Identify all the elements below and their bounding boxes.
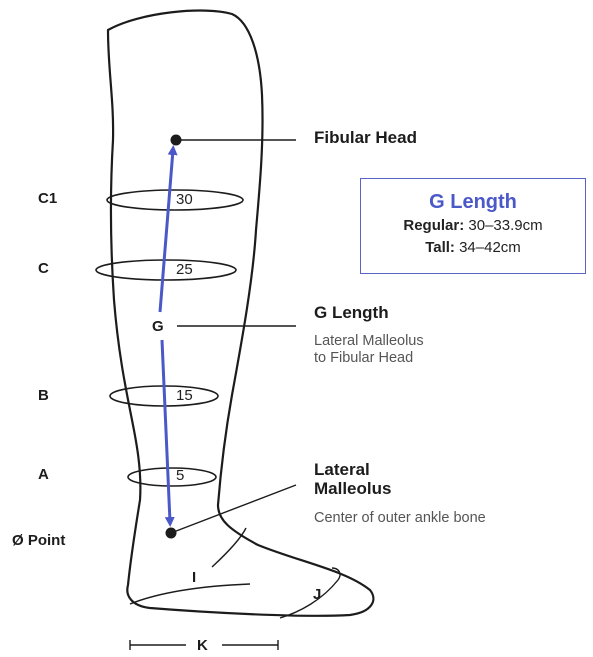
g-marker-label: G [152, 319, 164, 334]
size-box-tall-value: 34–42cm [459, 239, 521, 256]
lateral-malleolus-description: Center of outer ankle bone [314, 510, 486, 527]
g-length-title: G Length [314, 303, 389, 322]
size-box-row-tall: Tall: 34–42cm [361, 239, 585, 257]
circumference-letter-b: B [38, 388, 49, 403]
g-length-arrow-upper [160, 150, 173, 312]
size-box-regular-value: 30–33.9cm [468, 217, 542, 234]
foot-label-j: J [313, 587, 321, 602]
circumference-letter-c1: C1 [38, 191, 57, 206]
circumference-ring-c1 [107, 190, 243, 210]
circumference-ring-c [96, 260, 236, 280]
size-box-tall-label: Tall: [425, 239, 455, 256]
circumference-letter-a: A [38, 467, 49, 482]
circumference-value-c1: 30 [176, 192, 193, 207]
size-box-regular-label: Regular: [403, 217, 464, 234]
fibular-head-title: Fibular Head [314, 128, 417, 147]
size-box-row-regular: Regular: 30–33.9cm [361, 217, 585, 235]
circumference-value-b: 15 [176, 388, 193, 403]
lateral-malleolus-title-line-1: Lateral [314, 460, 370, 479]
zero-point-label: Ø Point [12, 533, 65, 548]
g-length-arrow-lower [162, 340, 170, 522]
circumference-value-a: 5 [176, 468, 184, 483]
circumference-letter-c: C [38, 261, 49, 276]
g-length-description-line-2: to Fibular Head [314, 350, 413, 367]
g-length-description-line-1: Lateral Malleolus [314, 333, 424, 350]
size-box-title: G Length [361, 191, 585, 213]
foot-label-i: I [192, 570, 196, 585]
circumference-value-c: 25 [176, 262, 193, 277]
g-length-size-box: G Length Regular: 30–33.9cm Tall: 34–42c… [360, 178, 586, 274]
foot-label-k: K [197, 638, 208, 653]
lateral-malleolus-leader [171, 485, 296, 533]
foot-measure-j-arc [280, 568, 340, 618]
lateral-malleolus-title-line-2: Malleolus [314, 479, 391, 498]
foot-measure-width-arc [130, 584, 250, 604]
